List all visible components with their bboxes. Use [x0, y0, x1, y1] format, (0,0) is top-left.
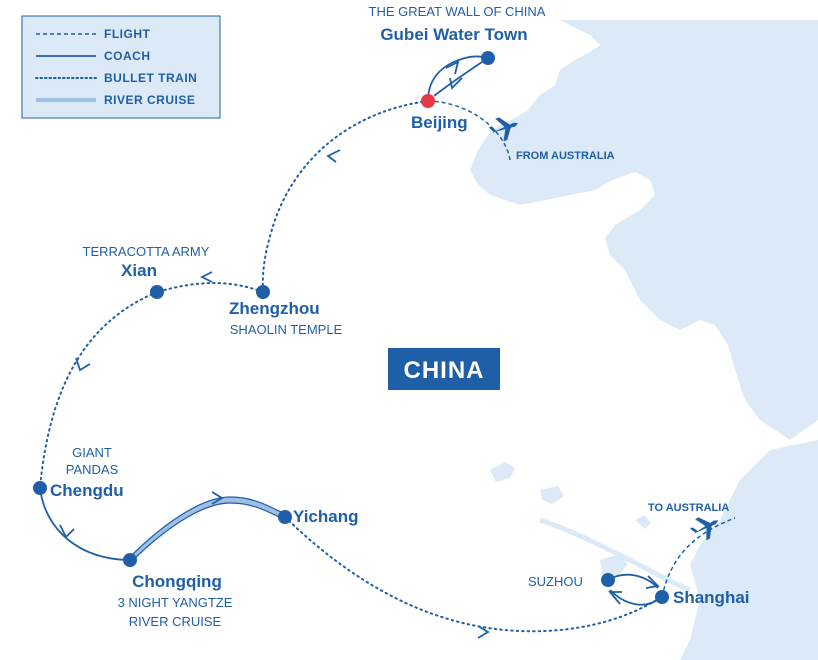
- label-xian: Xian: [121, 261, 157, 280]
- label-yichang: Yichang: [293, 507, 359, 526]
- arrow-coach-4: [445, 60, 460, 75]
- label-shaolin: SHAOLIN TEMPLE: [230, 322, 343, 337]
- label-chongqing: Chongqing: [132, 572, 222, 591]
- label-chengdu: Chengdu: [50, 481, 124, 500]
- arrow-train-1: [326, 149, 341, 163]
- arrow-train-3: [75, 357, 91, 372]
- lake-2: [540, 486, 564, 504]
- marker-yichang: [278, 510, 292, 524]
- arrow-train-4: [477, 625, 490, 639]
- route-train-zhengzhou-xian: [156, 282, 264, 293]
- label-shanghai: Shanghai: [673, 588, 750, 607]
- lake-1: [490, 462, 515, 482]
- marker-suzhou: [601, 573, 615, 587]
- marker-shanghai: [655, 590, 669, 604]
- river-yangtze-delta: [539, 517, 691, 593]
- arrow-coach-5: [449, 77, 463, 90]
- label-terracotta: TERRACOTTA ARMY: [83, 244, 210, 259]
- legend: FLIGHT COACH BULLET TRAIN RIVER CRUISE: [21, 15, 221, 119]
- sea-east-china: [680, 440, 818, 660]
- country-label: CHINA: [404, 357, 485, 384]
- label-gubei: Gubei Water Town: [380, 25, 527, 44]
- legend-flight-label: FLIGHT: [104, 27, 150, 41]
- label-suzhou: SUZHOU: [528, 574, 583, 589]
- marker-chongqing: [123, 553, 137, 567]
- lake-3: [600, 554, 628, 576]
- legend-cruise-label: RIVER CRUISE: [104, 93, 195, 107]
- marker-gubei: [481, 51, 495, 65]
- route-train-beijing-zhengzhou: [261, 100, 429, 293]
- label-beijing: Beijing: [411, 113, 468, 132]
- route-flight-from-australia: [427, 100, 511, 161]
- route-coach-gubei-beijing: [433, 57, 489, 97]
- marker-zhengzhou: [256, 285, 270, 299]
- label-from-australia: FROM AUSTRALIA: [516, 150, 615, 162]
- route-coach-chengdu-chongqing: [39, 487, 131, 561]
- country-label-box: [388, 348, 500, 390]
- plane-icon-from-australia: [488, 117, 519, 142]
- sea-bohai: [470, 20, 818, 440]
- label-cruise-line1: 3 NIGHT YANGTZE: [118, 595, 233, 610]
- route-coach-shanghai-suzhou: [607, 573, 659, 589]
- legend-train-label: BULLET TRAIN: [104, 71, 197, 85]
- marker-chengdu: [33, 481, 47, 495]
- plane-icon-to-australia: [689, 517, 719, 541]
- lake-4: [635, 515, 651, 529]
- arrow-coach-1: [59, 524, 75, 539]
- label-great-wall: THE GREAT WALL OF CHINA: [369, 4, 546, 19]
- label-to-australia: TO AUSTRALIA: [648, 502, 729, 514]
- marker-beijing: [421, 94, 435, 108]
- marker-xian: [150, 285, 164, 299]
- route-cruise-chongqing-yichang: [127, 496, 287, 563]
- arrow-coach-2: [645, 575, 660, 589]
- arrow-cruise: [211, 491, 224, 505]
- arrow-coach-3: [608, 591, 622, 605]
- route-cruise-edge-bottom: [129, 502, 286, 564]
- arrow-train-2: [199, 271, 213, 283]
- route-train-yichang-shanghai: [284, 516, 663, 633]
- label-giant: GIANT: [72, 445, 112, 460]
- label-zhengzhou: Zhengzhou: [229, 299, 320, 318]
- legend-coach-label: COACH: [104, 49, 151, 63]
- route-flight-to-australia: [661, 517, 736, 598]
- label-cruise-line2: RIVER CRUISE: [129, 614, 222, 629]
- label-pandas: PANDAS: [66, 462, 119, 477]
